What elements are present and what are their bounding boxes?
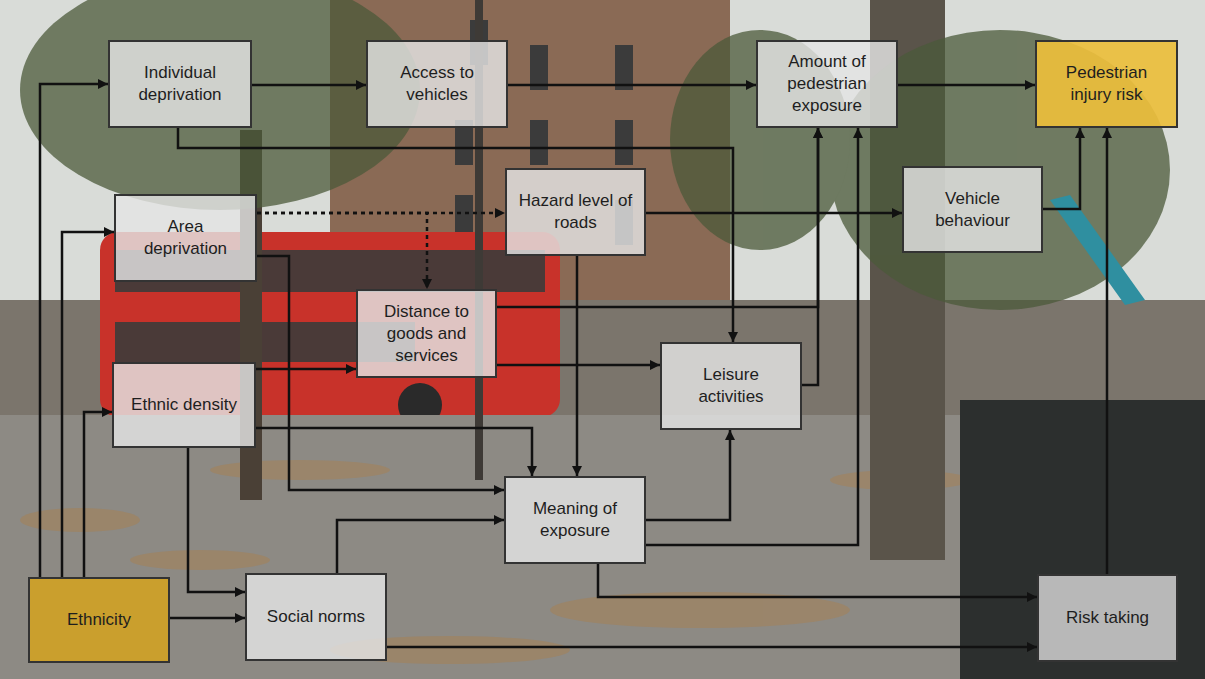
factor-box: Leisure activities (660, 342, 802, 430)
arrow-connector (646, 212, 902, 215)
arrow-connector (337, 520, 504, 573)
factor-box: Social norms (245, 573, 387, 661)
factor-box: Area deprivation (114, 194, 257, 282)
factor-box: Meaning of exposure (504, 476, 646, 564)
factor-box: Amount of pedestrian exposure (756, 40, 898, 128)
arrow-connector (508, 84, 756, 87)
arrow-connector (256, 368, 356, 371)
box-label: Access to vehicles (376, 62, 498, 106)
arrow-connector (646, 430, 730, 520)
box-label: Risk taking (1066, 607, 1149, 629)
arrow-connector (257, 256, 504, 490)
factor-box: Individual deprivation (108, 40, 252, 128)
arrow-connector (1043, 128, 1080, 209)
box-label: Ethnic density (131, 394, 237, 416)
factor-box: Ethnicity (28, 577, 170, 663)
box-label: Area deprivation (124, 216, 247, 260)
arrow-connector (898, 84, 1035, 87)
arrow-connector (646, 128, 858, 545)
box-label: Hazard level of roads (515, 190, 636, 234)
box-label: Leisure activities (670, 364, 792, 408)
box-label: Vehicle behaviour (912, 188, 1033, 232)
arrow-connector (802, 128, 818, 385)
box-label: Distance to goods and services (366, 301, 487, 367)
bin (960, 400, 1205, 679)
box-label: Ethnicity (67, 609, 131, 631)
box-label: Meaning of exposure (514, 498, 636, 542)
box-label: Pedestrian injury risk (1045, 62, 1168, 106)
arrow-connector (170, 617, 245, 620)
arrow-connector (387, 646, 1037, 649)
arrow-connector (1106, 128, 1109, 574)
crane (1050, 195, 1145, 305)
foliage (20, 0, 1170, 310)
factor-box: Vehicle behaviour (902, 166, 1043, 253)
factor-box: Risk taking (1037, 574, 1178, 662)
arrow-connector (188, 448, 245, 592)
arrow-connector (84, 412, 112, 577)
box-label: Social norms (267, 606, 365, 628)
arrow-connector (252, 84, 366, 87)
arrow-connector (497, 128, 818, 307)
arrow-connector (497, 364, 660, 367)
factor-box: Pedestrian injury risk (1035, 40, 1178, 128)
factor-box: Distance to goods and services (356, 289, 497, 378)
box-label: Individual deprivation (118, 62, 242, 106)
arrow-connector (62, 232, 114, 577)
factor-box: Access to vehicles (366, 40, 508, 128)
arrow-connector (40, 84, 108, 577)
arrow-connector (598, 564, 1037, 597)
factor-box: Ethnic density (112, 362, 256, 448)
arrow-connector (256, 428, 532, 476)
arrow-connector (257, 213, 427, 289)
factor-box: Hazard level of roads (505, 168, 646, 256)
box-label: Amount of pedestrian exposure (766, 51, 888, 117)
